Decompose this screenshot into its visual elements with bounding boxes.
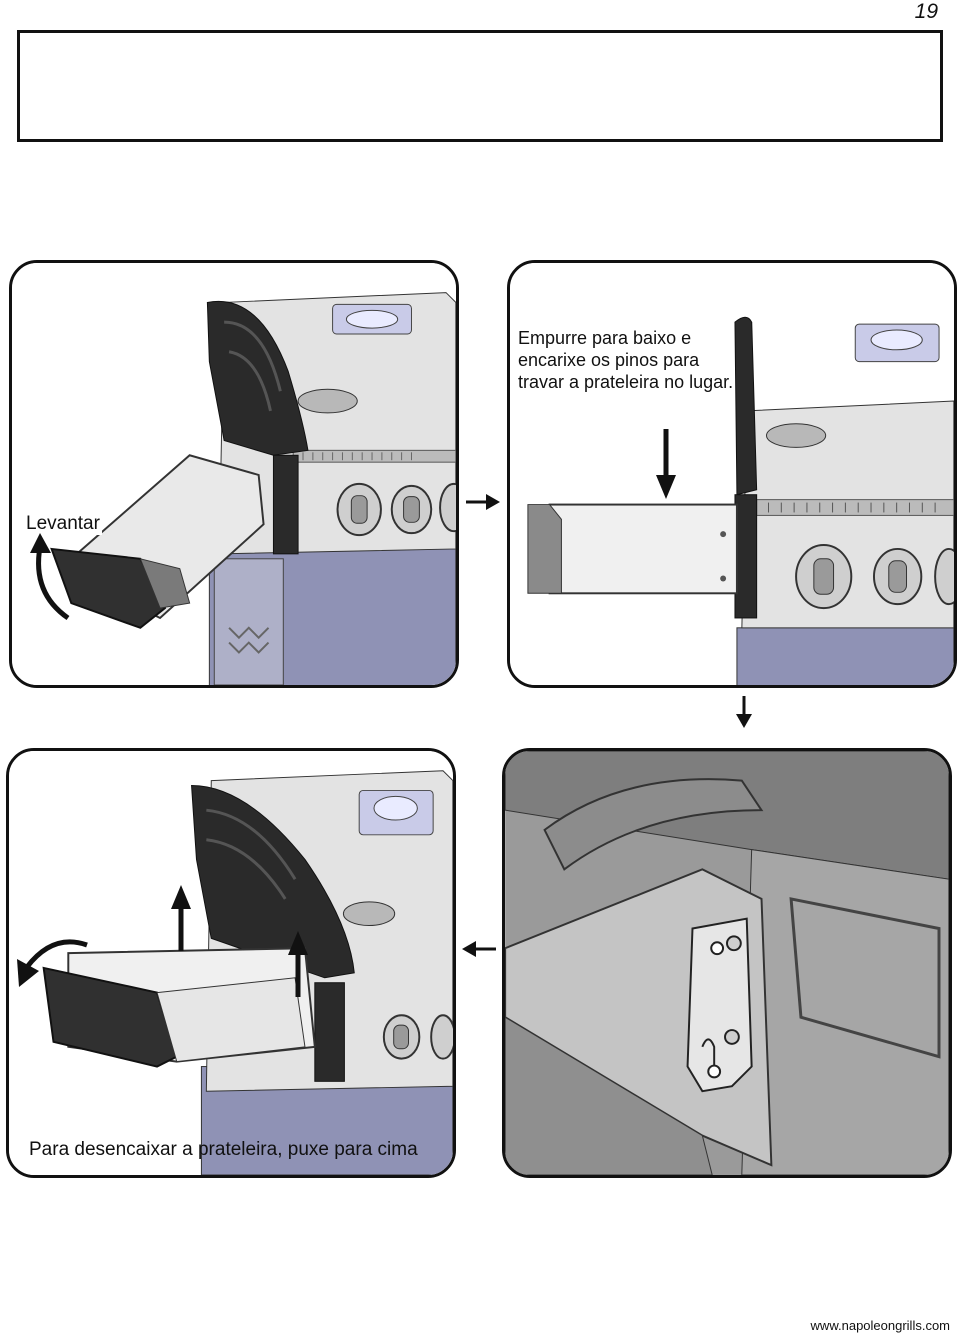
arrow-right-icon (466, 494, 500, 510)
page-number: 19 (914, 0, 938, 23)
grill-shelf-locking-illustration (510, 263, 954, 685)
arrow-up-icon (288, 931, 308, 997)
arrow-up-icon (171, 885, 191, 951)
arrow-down-icon (656, 429, 676, 499)
grill-side-shelf-illustration (12, 263, 456, 685)
step-panel-lift: Levantar (9, 260, 459, 688)
footer-url[interactable]: www.napoleongrills.com (810, 1318, 950, 1333)
napoleon-logo (766, 423, 827, 448)
step-panel-push-down: Empurre para baixo e encarixe os pinos p… (507, 260, 957, 688)
napoleon-logo (342, 901, 396, 927)
arrow-left-icon (462, 941, 496, 957)
arrow-down-icon (736, 696, 752, 728)
push-down-label: Empurre para baixo e encarixe os pinos p… (518, 328, 734, 392)
step-panel-bracket-closeup (502, 748, 952, 1178)
curved-arrow-icon (30, 533, 70, 621)
napoleon-logo (297, 388, 358, 414)
lift-label: Levantar (24, 513, 102, 535)
vent-slots (228, 626, 270, 654)
header-box (17, 30, 943, 142)
curved-arrow-icon (17, 939, 88, 987)
pull-up-label: Para desencaixar a prateleira, puxe para… (29, 1139, 418, 1160)
grill-shelf-removal-illustration (9, 751, 453, 1175)
step-panel-pull-up: Para desencaixar a prateleira, puxe para… (6, 748, 456, 1178)
shelf-bracket-closeup-illustration (505, 751, 949, 1175)
